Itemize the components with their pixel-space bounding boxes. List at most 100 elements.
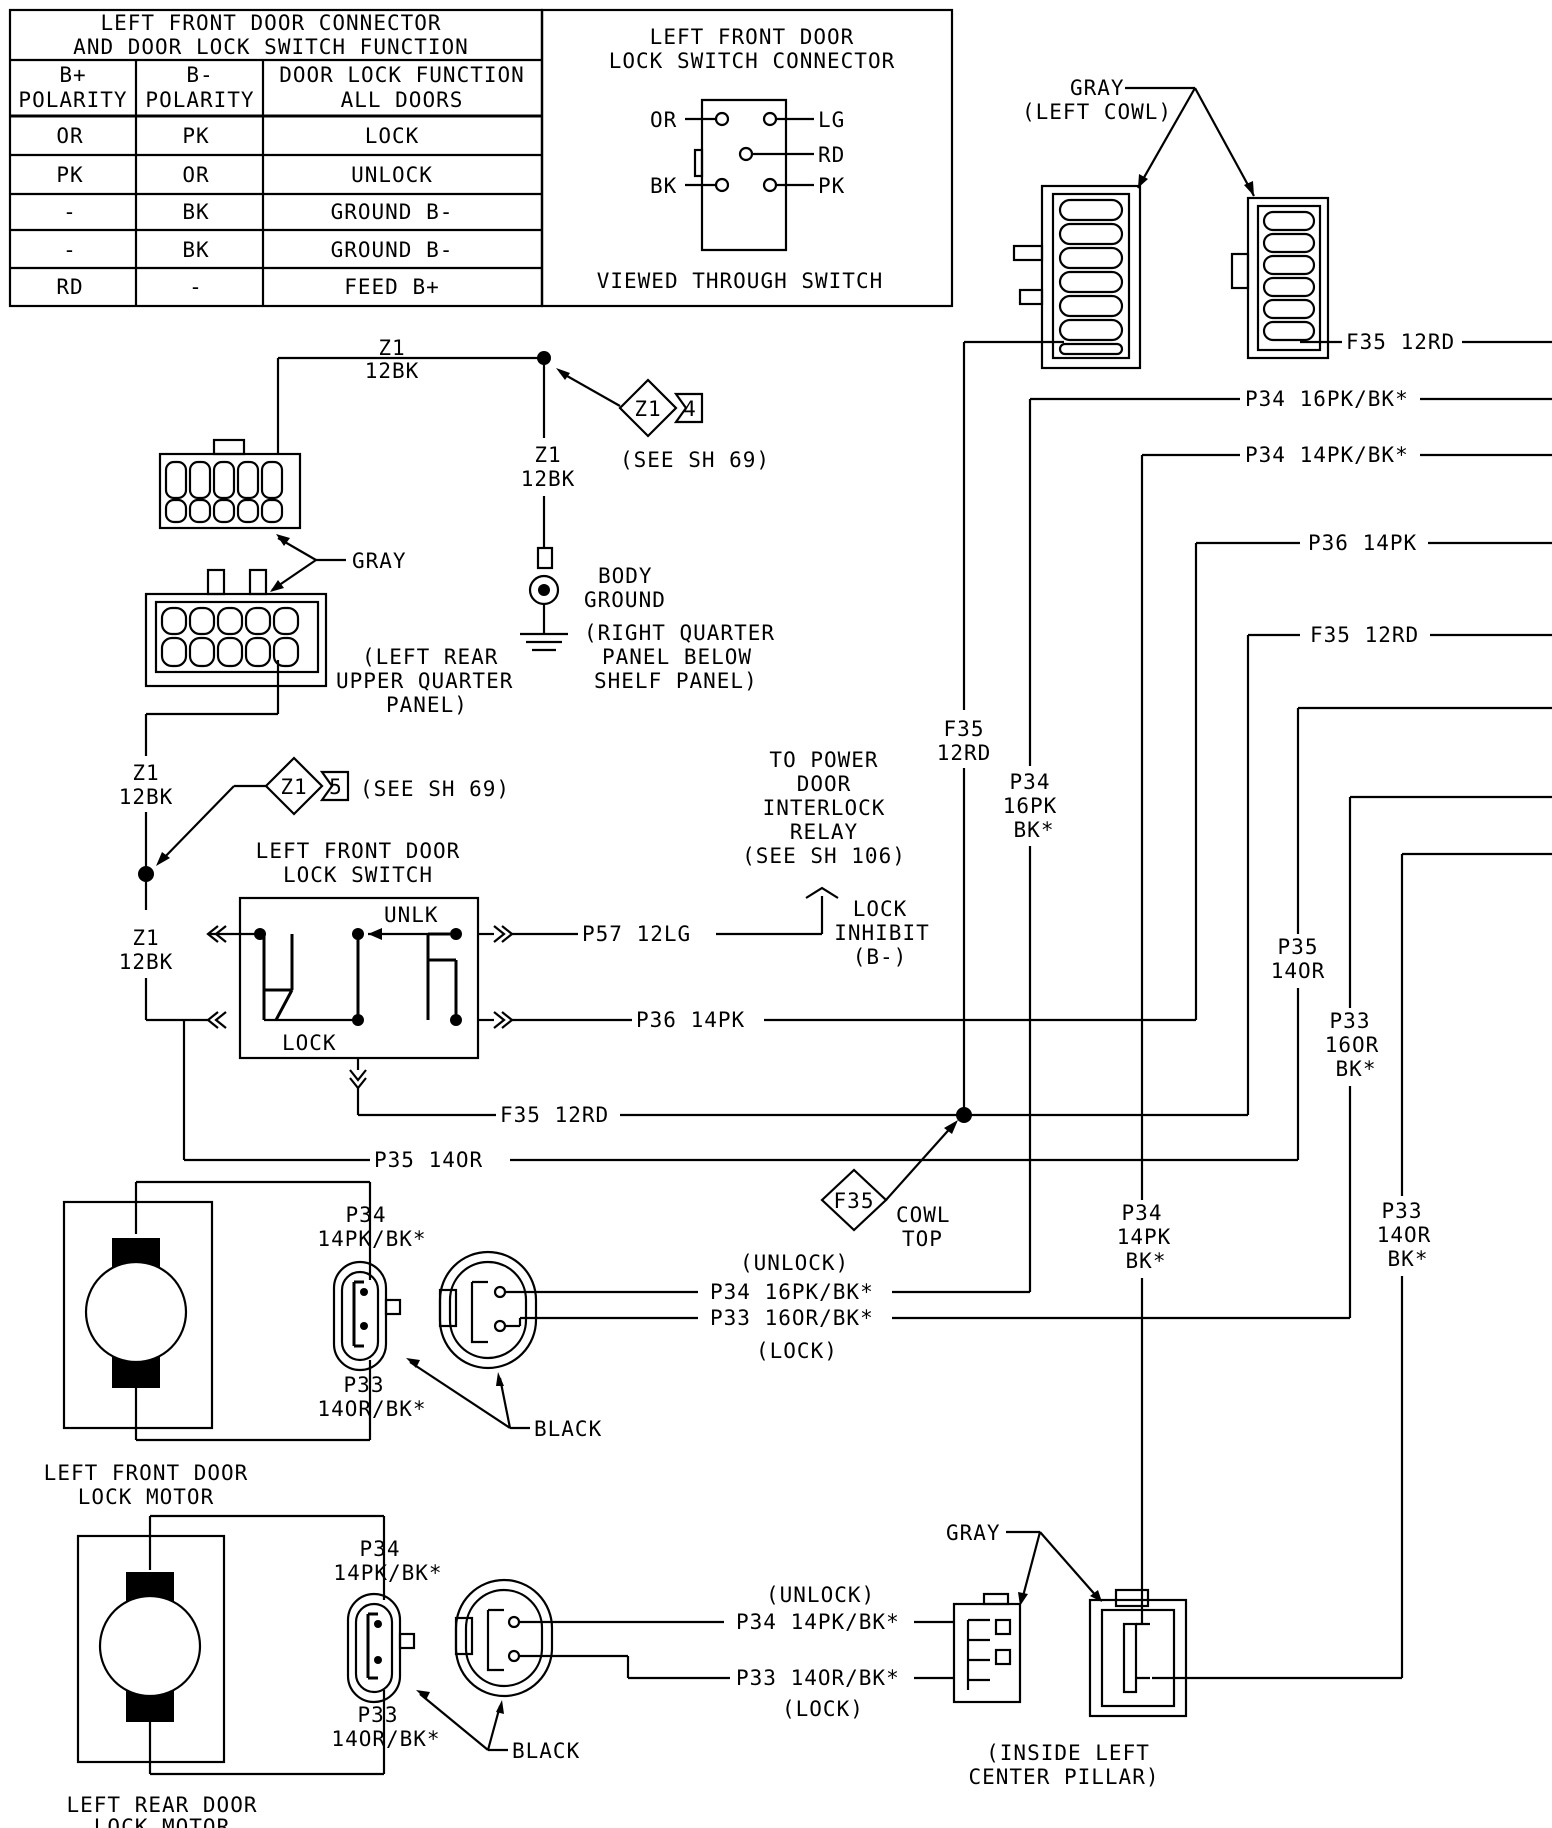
table-cell: BK [182, 200, 209, 224]
table-header: ALL DOORS [341, 88, 464, 112]
switch-connector-shape [700, 98, 788, 252]
wire-label: P36 14PK [1308, 531, 1417, 555]
relay-ref: (SEE SH 106) [742, 844, 906, 868]
connector-location: UPPER QUARTER [336, 669, 513, 693]
wire-label: 14PK [1117, 1225, 1172, 1249]
wire-label: 14OR/BK* [331, 1727, 440, 1751]
wire-label: P34 16PK/BK* [710, 1280, 874, 1304]
wire-function: (UNLOCK) [766, 1583, 875, 1607]
wire-label: 14OR [1377, 1223, 1432, 1247]
pin-label: PK [818, 174, 845, 198]
table-cell: RD [56, 275, 83, 299]
table-title: AND DOOR LOCK SWITCH FUNCTION [73, 35, 469, 59]
wire-label: Z1 [534, 443, 561, 467]
body-ground-label: SHELF PANEL) [594, 669, 758, 693]
wire-function: (UNLOCK) [740, 1251, 849, 1275]
diamond-label: F35 [834, 1189, 875, 1213]
switch-connector-title: LEFT FRONT DOOR [650, 25, 855, 49]
switch-connector-caption: VIEWED THROUGH SWITCH [597, 269, 884, 293]
table-title: LEFT FRONT DOOR CONNECTOR [100, 11, 441, 35]
table-cell: PK [182, 124, 209, 148]
connector-location: (INSIDE LEFT [986, 1741, 1150, 1765]
wire-label: BK* [1388, 1247, 1429, 1271]
wire-label: BK* [1014, 818, 1055, 842]
connector-color: BLACK [534, 1417, 602, 1441]
body-ground-label: GROUND [584, 588, 666, 612]
wire-label: Z1 [132, 926, 159, 950]
label: GRAY [352, 549, 407, 573]
left-cowl-connector: GRAY (LEFT COWL) [1012, 76, 1330, 370]
table-cell: OR [182, 163, 209, 187]
lock-inhibit: LOCK [853, 897, 908, 921]
right-wires: F35 12RD F35 12RD P34 16PK/BK* P34 16PK … [510, 330, 1552, 1680]
splice-location: COWL [896, 1203, 951, 1227]
component-title: LEFT FRONT DOOR [256, 839, 461, 863]
table-header: POLARITY [145, 88, 254, 112]
wire-label: P35 14OR [374, 1148, 483, 1172]
wire-label: P33 16OR/BK* [710, 1306, 874, 1330]
wire-function: (LOCK) [756, 1339, 838, 1363]
wire-label: 12BK [119, 950, 174, 974]
splice-location: TOP [902, 1227, 943, 1251]
connector-color: BLACK [512, 1739, 580, 1763]
see-sheet-ref: (SEE SH 69) [620, 448, 770, 472]
wire-label: P35 [1278, 935, 1319, 959]
pin-label: BK [650, 174, 677, 198]
table-cell: BK [182, 238, 209, 262]
wire-label: P33 [358, 1703, 399, 1727]
table-cell: GROUND B- [331, 200, 454, 224]
wire-label: P34 14PK/BK* [736, 1610, 900, 1634]
component-title: LOCK MOTOR [94, 1815, 230, 1828]
wire-label: P34 [1010, 770, 1051, 794]
wire-label: Z1 [132, 761, 159, 785]
ground-circuit: Z1 12BK Z1 12BK Z1 4 (SEE SH 69) BODY GR… [119, 336, 774, 1022]
switch-position: LOCK [282, 1031, 337, 1055]
diamond-label: Z1 [280, 775, 307, 799]
wire-label: P33 14OR/BK* [736, 1666, 900, 1690]
connector-location: CENTER PILLAR) [968, 1765, 1159, 1789]
relay-ref: TO POWER [769, 748, 878, 772]
wire-label: F35 12RD [500, 1103, 609, 1127]
lock-inhibit: INHIBIT [834, 921, 930, 945]
body-ground-label: BODY [598, 564, 653, 588]
wire-function: (LOCK) [782, 1697, 864, 1721]
wire-label: P33 [344, 1373, 385, 1397]
switch-connector-title: LOCK SWITCH CONNECTOR [609, 49, 896, 73]
pin-label: OR [650, 108, 677, 132]
diamond-label: 5 [329, 775, 343, 799]
relay-ref: INTERLOCK [763, 796, 886, 820]
pin-label: RD [818, 143, 845, 167]
label: GRAY [1070, 76, 1125, 100]
table-cell: UNLOCK [351, 163, 433, 187]
table-header: POLARITY [18, 88, 127, 112]
component-title: LOCK SWITCH [283, 863, 433, 887]
wire-label: P33 [1330, 1009, 1371, 1033]
relay-ref: RELAY [790, 820, 858, 844]
body-ground-label: PANEL BELOW [602, 645, 752, 669]
switch-position: UNLK [384, 903, 439, 927]
table-cell: PK [56, 163, 83, 187]
left-front-door-lock-switch: LEFT FRONT DOOR LOCK SWITCH UNLK LOCK [182, 748, 1248, 1251]
label: (LEFT COWL) [1022, 100, 1172, 124]
wire-label: Z1 [378, 336, 405, 360]
wire-label: 16OR [1325, 1033, 1380, 1057]
wire-label: P57 12LG [582, 922, 691, 946]
lock-inhibit: (B-) [853, 945, 908, 969]
table-cell: - [189, 275, 203, 299]
wire-label: P34 [1122, 1201, 1163, 1225]
wire-label: P34 14PK/BK* [1245, 443, 1409, 467]
polarity-table: LEFT FRONT DOOR CONNECTOR AND DOOR LOCK … [8, 8, 544, 308]
wire-label: 12BK [521, 467, 576, 491]
component-title: LEFT REAR DOOR [66, 1793, 257, 1817]
diamond-label: Z1 [634, 397, 661, 421]
wire-label: 14OR [1271, 959, 1326, 983]
wire-label: 12RD [937, 741, 992, 765]
table-cell: OR [56, 124, 83, 148]
switch-connector-panel: LEFT FRONT DOOR LOCK SWITCH CONNECTOR OR… [540, 8, 954, 308]
wire-label: 14PK/BK* [333, 1561, 442, 1585]
connector-location: PANEL) [386, 693, 468, 717]
table-cell: FEED B+ [344, 275, 440, 299]
table-cell: GROUND B- [331, 238, 454, 262]
